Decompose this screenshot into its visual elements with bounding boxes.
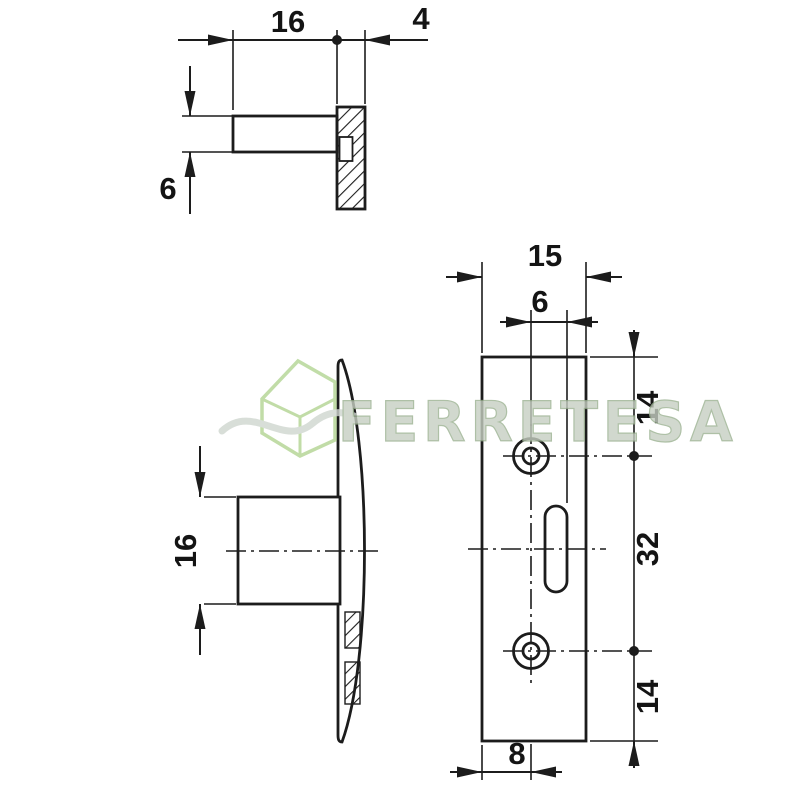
arrowhead-left-icon xyxy=(567,316,592,328)
side-section-hatch xyxy=(344,661,361,705)
arrowhead-up-icon xyxy=(194,604,206,629)
dim-label-16-side: 16 xyxy=(168,534,203,568)
view-cross-section: 16 4 6 xyxy=(159,1,430,214)
arrowhead-down-icon xyxy=(184,91,196,116)
arrowhead-right-icon xyxy=(457,271,482,283)
arrowhead-right-icon xyxy=(506,316,531,328)
dim-label-8: 8 xyxy=(508,736,525,771)
dim-label-6-front: 6 xyxy=(531,284,548,319)
side-section-hatch xyxy=(344,611,361,649)
arrowhead-up-icon xyxy=(628,741,640,766)
flange-hole-notch xyxy=(338,136,354,162)
arrowhead-down-icon xyxy=(194,472,206,497)
view-front: 15 6 8 14 32 14 xyxy=(446,238,665,780)
view-side: 16 xyxy=(168,358,382,744)
dim-label-32: 32 xyxy=(630,532,665,566)
dim-label-4: 4 xyxy=(412,1,430,36)
watermark-brand-text: FERRETESA xyxy=(338,390,738,454)
watermark-logo-inner-icon xyxy=(261,397,336,456)
dim-label-15: 15 xyxy=(528,238,562,273)
arrowhead-left-icon xyxy=(365,34,390,46)
dowel-section-body xyxy=(231,114,339,154)
watermark-swoosh-icon xyxy=(218,409,358,435)
watermark-logo-icon xyxy=(260,358,337,458)
arrowhead-up-icon xyxy=(184,152,196,177)
arrowhead-down-icon xyxy=(628,332,640,357)
dim-label-6: 6 xyxy=(159,171,176,206)
arrowhead-left-icon xyxy=(531,766,556,778)
dim-label-16: 16 xyxy=(271,4,305,39)
dim-label-14-bottom: 14 xyxy=(630,679,665,714)
arrowhead-left-icon xyxy=(586,271,611,283)
arrowhead-right-icon xyxy=(457,766,482,778)
arrowhead-right-icon xyxy=(208,34,233,46)
watermark: FERRETESA xyxy=(218,358,738,458)
dim-label-14-top: 14 xyxy=(630,390,665,425)
dimension-dot xyxy=(629,451,639,461)
dimension-dot xyxy=(629,646,639,656)
dimension-dot xyxy=(332,35,342,45)
